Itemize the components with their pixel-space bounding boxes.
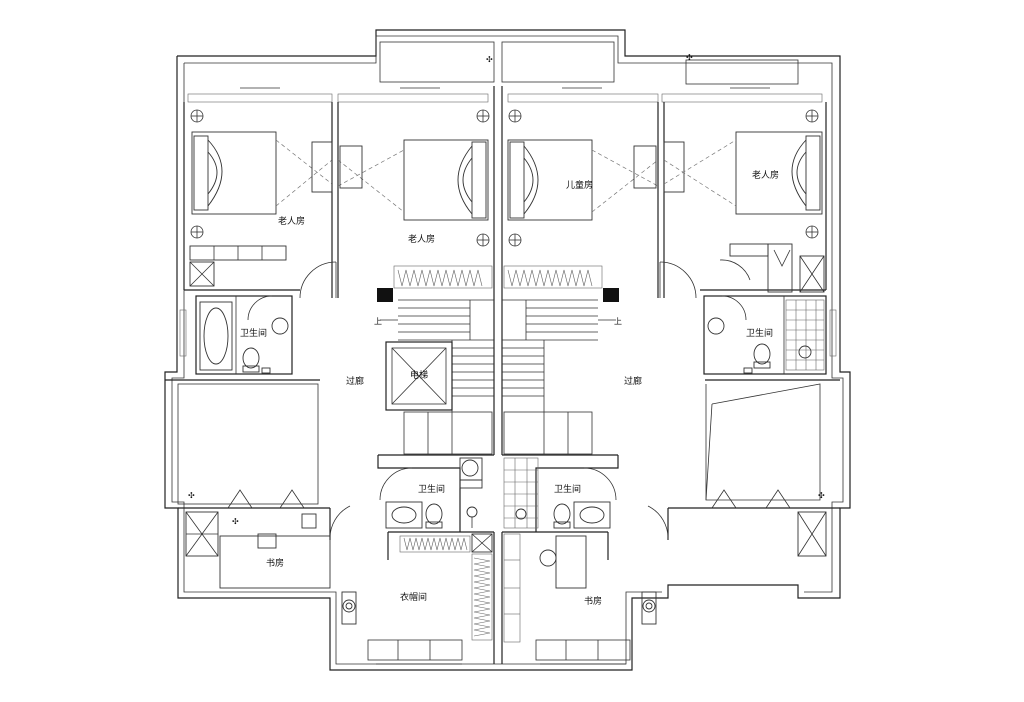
bathroom-center-left-fixtures	[385, 457, 483, 529]
wardrobe-room-furniture	[399, 533, 521, 643]
label-bathroom-right: 卫生间	[746, 327, 773, 339]
bathroom-center-right-fixtures	[503, 457, 611, 529]
study-right-furniture: ✣	[539, 383, 827, 589]
label-study-right: 书房	[584, 595, 602, 607]
label-elderly-room-1: 老人房	[278, 215, 305, 227]
svg-text:✣: ✣	[486, 55, 493, 64]
svg-text:✣: ✣	[232, 517, 239, 526]
label-corridor-right: 过廊	[624, 375, 642, 387]
label-children-room: 儿童房	[566, 179, 593, 191]
bed-center-left	[311, 139, 489, 221]
room-labels: 老人房 老人房 儿童房 老人房 卫生间 卫生间 过廊 电梯 过廊 卫生间 卫生间…	[240, 169, 779, 607]
bottom-windows	[367, 639, 631, 665]
light-fixtures	[190, 109, 819, 247]
bed-center-right	[507, 139, 685, 221]
bed-right	[663, 131, 823, 215]
bathroom-right-fixtures	[707, 299, 837, 374]
svg-text:✣: ✣	[686, 53, 693, 62]
stairs	[377, 265, 619, 455]
plants	[341, 591, 657, 625]
label-bathroom-center-left: 卫生间	[418, 483, 445, 495]
label-study-left: 书房	[266, 557, 284, 569]
top-balconies: ✣ ✣	[379, 41, 799, 85]
label-elevator: 电梯	[410, 369, 428, 381]
outer-walls	[164, 29, 851, 671]
elevator-shaft	[385, 341, 453, 411]
label-bathroom-center-right: 卫生间	[554, 483, 581, 495]
label-wardrobe: 衣帽间	[400, 591, 427, 603]
stair-up-right: 上	[614, 317, 622, 326]
label-elderly-room-2: 老人房	[408, 233, 435, 245]
bed-left	[191, 131, 333, 215]
top-windows	[187, 87, 823, 103]
doors	[247, 259, 751, 541]
label-corridor-left: 过廊	[346, 375, 364, 387]
stair-up-left: 上	[374, 317, 382, 326]
study-left-furniture: ✣ ✣	[177, 383, 331, 589]
svg-text:✣: ✣	[818, 491, 825, 500]
label-elderly-room-3: 老人房	[752, 169, 779, 181]
interior-walls	[165, 86, 840, 664]
bedroom-wardrobes	[189, 243, 825, 293]
svg-text:✣: ✣	[188, 491, 195, 500]
label-bathroom-left: 卫生间	[240, 327, 267, 339]
bathroom-left-fixtures	[179, 301, 289, 374]
